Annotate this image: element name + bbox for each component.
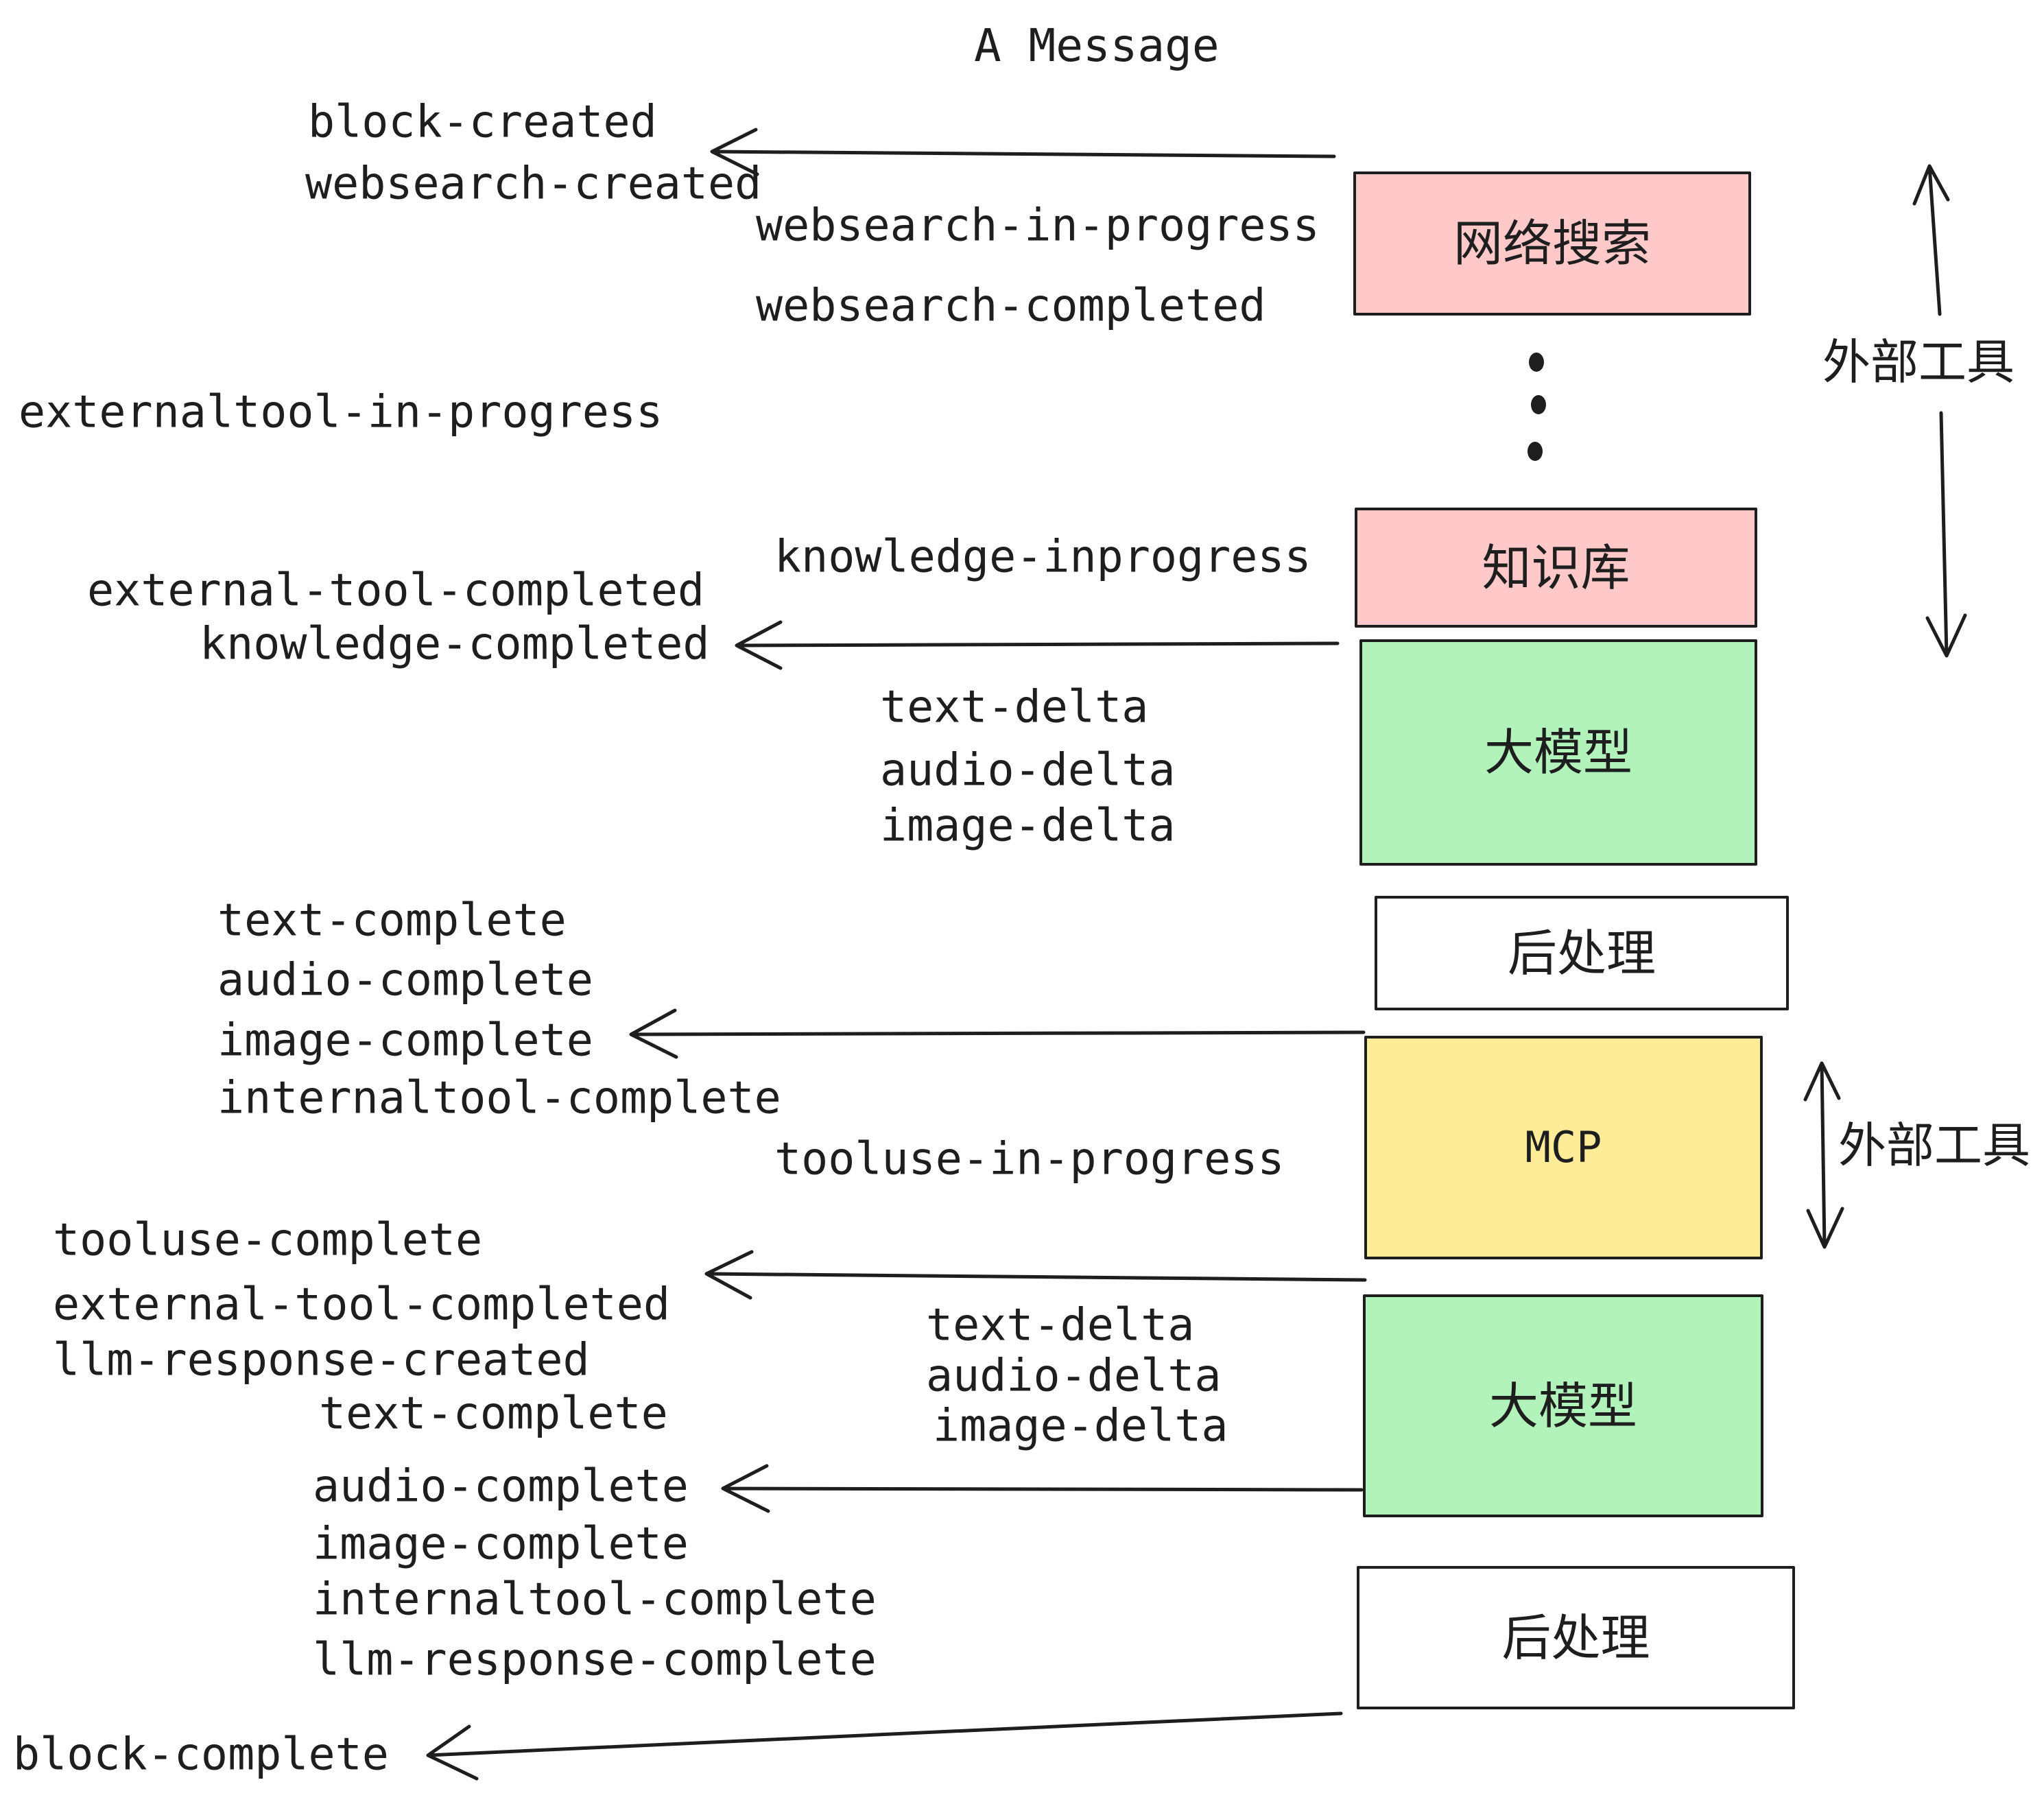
event-external-tool-completed-1: external-tool-completed — [87, 565, 705, 617]
event-internaltool-complete-2: internaltool-complete — [313, 1574, 877, 1626]
event-image-delta-1: image-delta — [880, 800, 1176, 852]
box-llm-2: 大模型 — [1363, 1294, 1763, 1517]
vertical-ellipsis-dots — [1528, 353, 1546, 461]
external-tools-double-arrow-top-up — [1912, 164, 1950, 316]
event-text-complete-1: text-complete — [217, 894, 567, 947]
event-block-complete: block-complete — [13, 1729, 389, 1781]
arrow-llm2-to-audio-complete — [721, 1464, 1364, 1513]
event-llm-response-complete: llm-response-complete — [313, 1634, 877, 1686]
external-tools-double-arrow-top-down — [1925, 411, 1967, 658]
event-audio-complete-1: audio-complete — [217, 954, 593, 1006]
event-image-complete-1: image-complete — [217, 1014, 593, 1067]
page-title: A Message — [974, 19, 1220, 72]
event-knowledge-completed: knowledge-completed — [200, 618, 710, 670]
event-websearch-in-progress: websearch-in-progress — [756, 200, 1320, 252]
event-image-complete-2: image-complete — [313, 1518, 689, 1570]
event-internaltool-complete-1: internaltool-complete — [217, 1072, 781, 1124]
external-tools-double-arrow-bottom — [1803, 1061, 1844, 1249]
event-text-complete-2: text-complete — [319, 1388, 668, 1440]
event-image-delta-2: image-delta — [933, 1400, 1228, 1452]
external-tools-label-bottom: 外部工具 — [1838, 1117, 2030, 1174]
box-postprocess-1: 后处理 — [1375, 896, 1789, 1010]
external-tools-label-top: 外部工具 — [1822, 334, 2015, 390]
box-websearch: 网络搜索 — [1353, 171, 1751, 316]
event-audio-complete-2: audio-complete — [313, 1460, 689, 1512]
event-tooluse-complete: tooluse-complete — [53, 1214, 483, 1266]
event-llm-response-created: llm-response-created — [53, 1334, 590, 1386]
event-knowledge-inprogress: knowledge-inprogress — [774, 531, 1311, 583]
event-tooluse-in-progress: tooluse-in-progress — [774, 1133, 1285, 1185]
event-audio-delta-1: audio-delta — [880, 744, 1176, 796]
event-text-delta-1: text-delta — [880, 681, 1149, 733]
arrow-websearch-to-block-created — [710, 128, 1336, 176]
arrow-mcp-to-tooluse-complete — [704, 1250, 1367, 1300]
arrow-postprocess2-to-block-complete — [426, 1711, 1343, 1781]
box-llm-2-label: 大模型 — [1488, 1377, 1637, 1435]
event-external-tool-completed-2: external-tool-completed — [53, 1279, 671, 1331]
event-text-delta-2: text-delta — [926, 1299, 1195, 1351]
event-block-created: block-created — [308, 96, 657, 148]
box-mcp-label: MCP — [1525, 1122, 1602, 1172]
box-postprocess-2-label: 后处理 — [1501, 1609, 1650, 1667]
event-audio-delta-2: audio-delta — [926, 1350, 1222, 1402]
box-postprocess-1-label: 后处理 — [1507, 924, 1656, 982]
box-knowledge: 知识库 — [1355, 508, 1757, 628]
arrow-knowledge-to-knowledge-completed — [735, 620, 1340, 670]
event-websearch-completed: websearch-completed — [756, 280, 1266, 332]
box-llm-1: 大模型 — [1359, 639, 1757, 866]
box-postprocess-2: 后处理 — [1357, 1566, 1795, 1709]
event-externaltool-in-progress: externaltool-in-progress — [19, 386, 663, 438]
box-websearch-label: 网络搜索 — [1453, 215, 1651, 272]
box-llm-1-label: 大模型 — [1484, 724, 1632, 781]
box-knowledge-label: 知识库 — [1482, 538, 1630, 597]
event-websearch-created: websearch-created — [305, 158, 762, 210]
box-mcp: MCP — [1364, 1036, 1763, 1259]
arrow-postprocess-to-image-complete — [629, 1008, 1366, 1059]
